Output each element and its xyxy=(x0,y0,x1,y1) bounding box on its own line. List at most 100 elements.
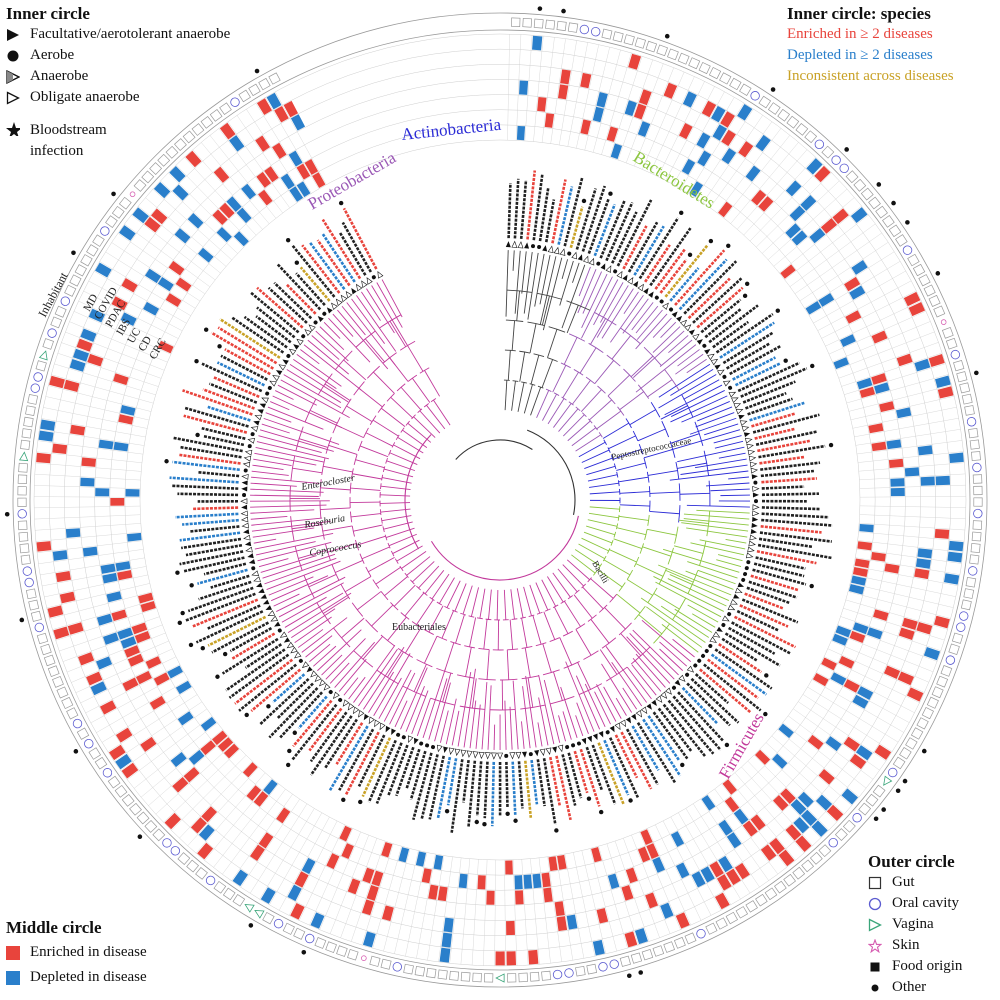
habitat-marker xyxy=(612,31,624,43)
species-label xyxy=(211,621,270,654)
species-label xyxy=(557,186,574,245)
tree-leaf-branch xyxy=(538,697,549,746)
habitat-marker xyxy=(972,462,982,473)
bloodstream-marker xyxy=(763,711,768,717)
tree-leaf-branch xyxy=(251,517,323,526)
heatmap-grid-spoke xyxy=(678,812,732,905)
heatmap-cell xyxy=(725,868,741,886)
tree-leaf-branch xyxy=(400,667,428,730)
tree-branch xyxy=(587,519,618,527)
oxygen-marker xyxy=(257,409,264,415)
habitat-marker xyxy=(945,655,956,665)
habitat-marker xyxy=(314,937,327,949)
bloodstream-marker xyxy=(608,191,613,196)
other-origin-dot xyxy=(301,949,307,955)
tree-leaf-branch xyxy=(305,635,333,658)
tree-branch xyxy=(583,531,613,544)
heatmap-cell xyxy=(233,231,249,247)
legend-label: Depleted in disease xyxy=(30,969,147,985)
habitat-marker xyxy=(792,866,806,880)
species-label xyxy=(672,695,722,751)
habitat-marker xyxy=(972,520,983,530)
heatmap-cell xyxy=(871,330,888,344)
heatmap-grid-spoke xyxy=(840,616,941,651)
tree-leaf-branch xyxy=(323,322,341,339)
oxygen-marker xyxy=(605,265,612,273)
heatmap-cell xyxy=(554,901,565,917)
other-origin-dot xyxy=(137,834,143,839)
oxygen-marker xyxy=(598,731,604,738)
heatmap-cell xyxy=(537,97,547,112)
heatmap-grid-spoke xyxy=(538,857,551,964)
tree-leaf-branch xyxy=(353,645,396,703)
tree-core-arc xyxy=(430,515,579,581)
species-label xyxy=(649,227,692,287)
heatmap-cell xyxy=(874,382,890,394)
oxygen-marker xyxy=(313,320,318,325)
bloodstream-marker xyxy=(200,646,205,651)
habitat-marker xyxy=(928,294,941,307)
species-label xyxy=(338,728,375,791)
habitat-marker xyxy=(545,19,556,30)
heatmap-grid-spoke xyxy=(515,34,522,141)
oxygen-marker xyxy=(619,719,626,728)
heatmap-grid-spoke xyxy=(848,385,952,412)
heatmap-cell xyxy=(906,687,924,702)
heatmap-grid-spoke xyxy=(131,214,216,281)
habitat-marker xyxy=(305,933,315,944)
tree-branch xyxy=(507,350,511,381)
habitat-marker xyxy=(940,665,953,677)
heatmap-cell xyxy=(879,401,895,413)
tree-branch xyxy=(573,594,593,619)
heatmap-grid-spoke xyxy=(859,505,966,508)
heatmap-cell xyxy=(95,262,112,278)
oxygen-marker xyxy=(704,349,711,355)
oxygen-marker xyxy=(635,709,643,718)
oxygen-marker xyxy=(258,588,265,593)
heatmap-grid-spoke xyxy=(383,848,411,952)
tree-branch xyxy=(438,577,455,604)
heatmap-cell xyxy=(857,686,874,700)
oxygen-marker xyxy=(534,749,539,757)
oxygen-marker xyxy=(436,744,443,753)
species-label xyxy=(511,761,517,815)
oxygen-marker xyxy=(261,397,269,404)
heatmap-cell xyxy=(833,357,850,370)
oxygen-marker xyxy=(262,599,270,605)
tree-leaf-branch xyxy=(253,538,277,544)
oxygen-marker xyxy=(648,291,654,298)
oxygen-marker xyxy=(749,534,757,541)
oxygen-marker xyxy=(654,295,659,300)
heatmap-cell xyxy=(697,150,712,167)
other-origin-dot xyxy=(770,87,776,92)
heatmap-grid-ring xyxy=(48,48,952,952)
oxygen-marker xyxy=(743,572,748,577)
tree-arc xyxy=(399,565,404,572)
oxygen-marker xyxy=(622,274,628,282)
species-label xyxy=(179,453,241,465)
tree-leaf-branch xyxy=(512,250,515,271)
heatmap-cell xyxy=(433,854,444,870)
heatmap-grid-spoke xyxy=(856,548,962,564)
tree-arc xyxy=(566,300,591,311)
heatmap-grid-spoke xyxy=(176,164,250,242)
tree-branch xyxy=(638,614,663,635)
heatmap-grid-spoke xyxy=(700,798,760,888)
heatmap-cell xyxy=(920,476,935,486)
species-label xyxy=(722,331,774,365)
heatmap-cell xyxy=(835,625,852,638)
tree-branch xyxy=(635,563,664,577)
tree-branch xyxy=(678,519,709,525)
tree-branch xyxy=(649,491,680,494)
tree-branch xyxy=(599,649,618,675)
outer-boundary xyxy=(12,12,988,988)
tree-arc xyxy=(545,388,552,392)
heatmap-cell xyxy=(366,885,379,901)
tree-leaf-branch xyxy=(512,680,519,750)
tree-leaf-branch xyxy=(475,704,481,749)
heatmap-cell xyxy=(290,114,306,131)
tree-branch xyxy=(424,370,440,397)
heatmap-cell xyxy=(118,225,136,241)
tree-branch xyxy=(584,457,613,469)
tree-branch xyxy=(431,573,450,600)
